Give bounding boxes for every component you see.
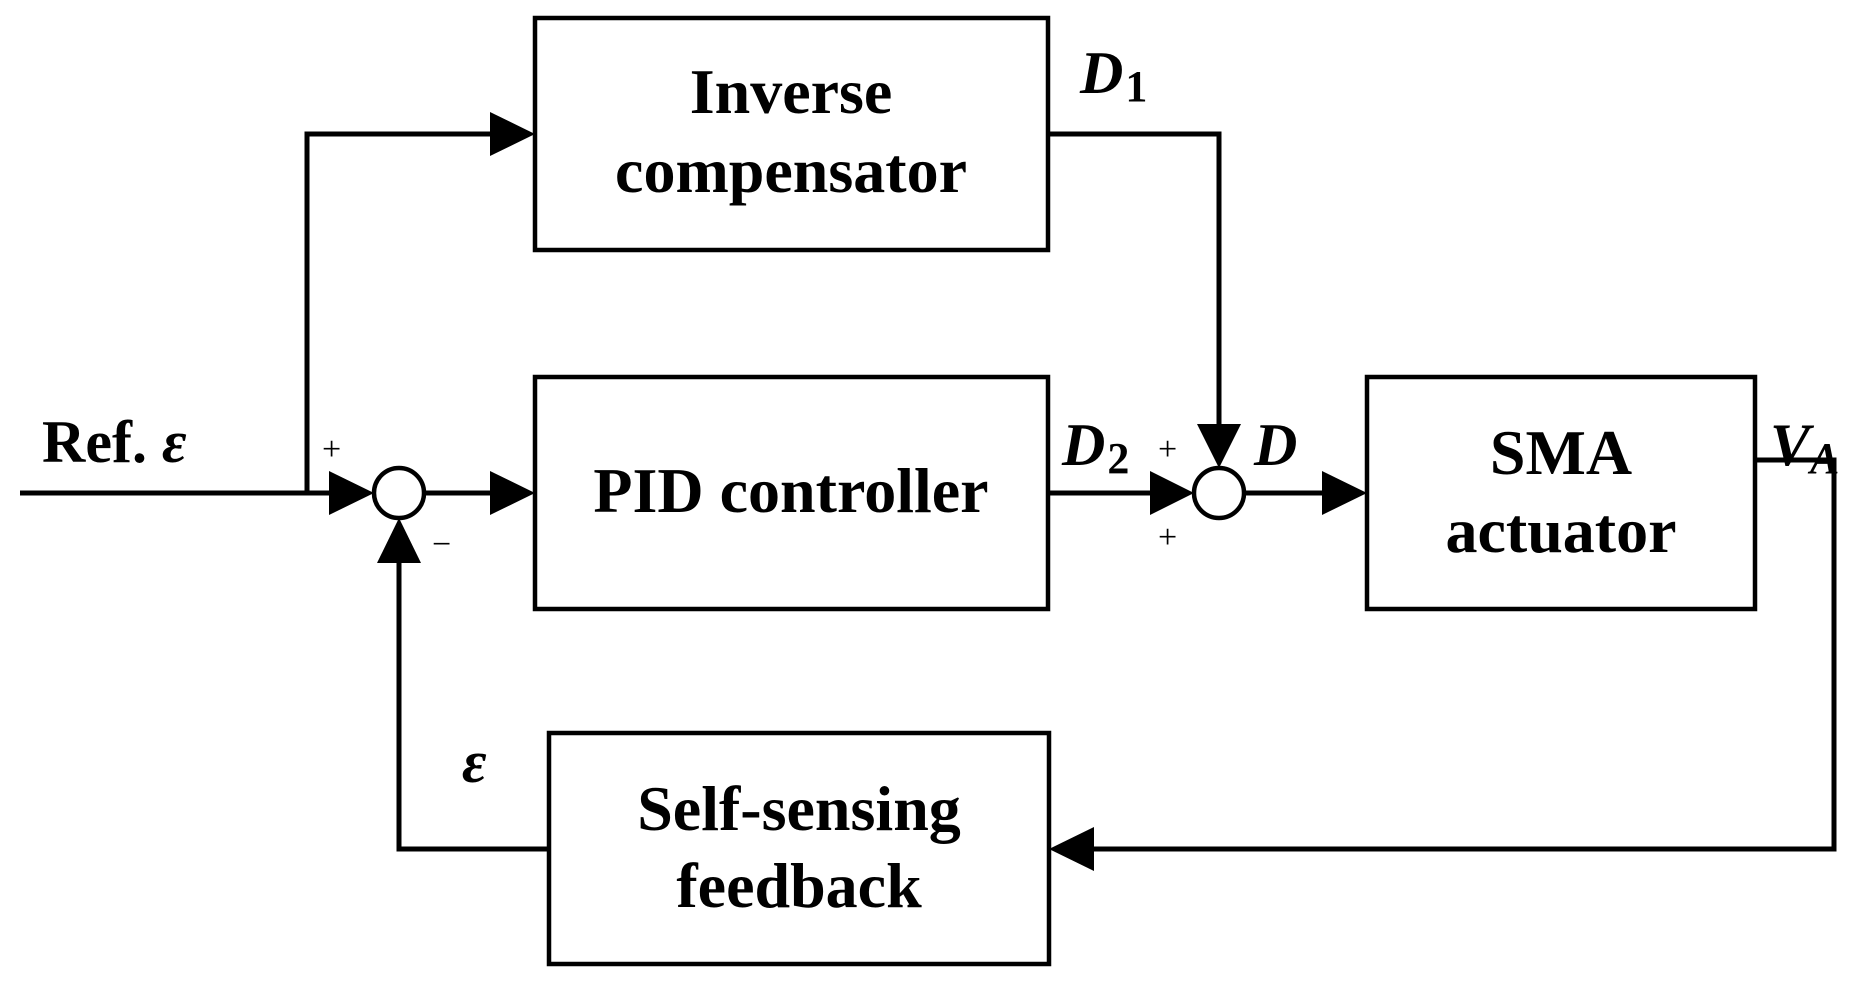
self-sensing-feedback-block: Self-sensing feedback [546,730,1052,967]
inverse-compensator-label-line2: compensator [615,135,967,206]
arrow-d1-to-sum [1197,424,1241,468]
error-sum-plus-sign: + [322,431,341,468]
arrow-to-pid [490,471,535,515]
self-sensing-feedback-label-line2: feedback [676,850,922,921]
error-sum-minus-sign: − [432,526,451,563]
arrow-to-compensator [490,112,535,156]
arrow-to-actuator [1322,471,1367,515]
epsilon-feedback-label: ε [462,729,487,795]
arrow-feedback-to-sum [377,518,421,563]
sma-actuator-label-line1: SMA [1490,417,1632,488]
output-summing-junction [1191,465,1247,521]
feedforward-branch-line [304,131,490,493]
inverse-compensator-label-line1: Inverse [690,56,893,127]
error-summing-junction [371,465,427,521]
d-label: D [1253,412,1297,478]
compensator-output-line [1048,131,1222,428]
va-label: VA [1770,412,1839,483]
d1-label: D1 [1079,40,1147,111]
sma-actuator-block: SMA actuator [1364,374,1758,612]
reference-label: Ref. ε [42,409,187,475]
actuator-output-line [1094,457,1837,852]
feedback-return-line [396,561,549,852]
output-sum-plus-bottom-sign: + [1158,519,1177,556]
output-sum-plus-top-sign: + [1158,431,1177,468]
sma-actuator-label-line2: actuator [1445,495,1676,566]
d2-label: D2 [1061,412,1129,483]
arrow-d2-to-sum [1150,471,1194,515]
arrow-to-feedback [1049,827,1094,871]
pid-controller-label: PID controller [593,455,988,526]
arrow-to-error-sum [329,471,374,515]
pid-controller-block: PID controller [532,374,1051,612]
self-sensing-feedback-label-line1: Self-sensing [637,773,961,844]
inverse-compensator-block: Inverse compensator [532,15,1051,253]
